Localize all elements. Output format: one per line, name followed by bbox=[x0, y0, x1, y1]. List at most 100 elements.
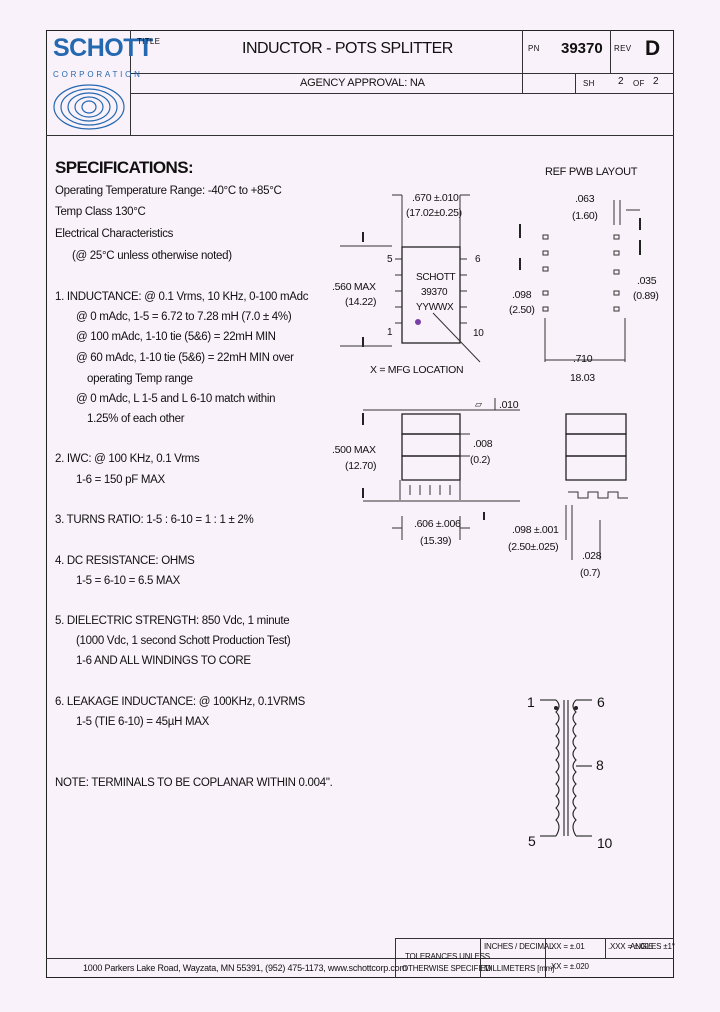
logo-brand: SCHOTT bbox=[53, 34, 153, 62]
lead-thick: .008 bbox=[473, 438, 493, 450]
pn-label: PN bbox=[528, 44, 540, 53]
tolerance-xxx: .XXX = ±.005 bbox=[608, 942, 653, 951]
marking-line: SCHOTT bbox=[416, 272, 456, 283]
tolerance-line: TOLERANCES UNLESS bbox=[405, 952, 490, 961]
pin-label: 10 bbox=[473, 328, 484, 339]
sheet-number: 2 bbox=[618, 76, 624, 87]
tolerance-divider bbox=[605, 938, 606, 958]
sheet-label: SH bbox=[583, 79, 595, 88]
lead-width: .028 bbox=[582, 550, 602, 562]
company-address: 1000 Parkers Lake Road, Wayzata, MN 5539… bbox=[83, 963, 407, 973]
pad-width: .035 bbox=[637, 275, 657, 287]
pin-label: 1 bbox=[387, 327, 393, 338]
agency-approval: AGENCY APPROVAL: NA bbox=[300, 77, 425, 89]
drawing-title: INDUCTOR - POTS SPLITTER bbox=[242, 40, 453, 57]
header-bottom-rule bbox=[46, 135, 674, 136]
tolerance-divider bbox=[480, 938, 481, 978]
drawing-frame bbox=[46, 30, 674, 978]
pin-label: 6 bbox=[475, 254, 481, 265]
spec-line: @ 100 mAdc, 1-10 tie (5&6) = 22mH MIN bbox=[76, 331, 276, 343]
spec-line: 1-5 = 6-10 = 6.5 MAX bbox=[76, 575, 180, 587]
spec-note: NOTE: TERMINALS TO BE COPLANAR WITHIN 0.… bbox=[55, 777, 333, 789]
tolerance-xx: .XX = ±.01 bbox=[549, 942, 585, 951]
spec-line: @ 0 mAdc, 1-5 = 6.72 to 7.28 mH (7.0 ± 4… bbox=[76, 311, 292, 323]
pitch-dim: .098 bbox=[512, 289, 532, 301]
agency-row-rule bbox=[130, 93, 674, 94]
tolerance-top-rule bbox=[395, 938, 674, 939]
pitch-dim-mm: (2.50) bbox=[509, 304, 535, 316]
tolerance-divider bbox=[545, 938, 546, 978]
width-dim-mm: (17.02±0.25) bbox=[406, 207, 462, 219]
pin1-dot bbox=[415, 319, 421, 325]
pin-label: 5 bbox=[387, 254, 393, 265]
rev-label: REV bbox=[614, 44, 632, 53]
lead-thick-mm: (0.2) bbox=[470, 454, 490, 466]
spec-line: 5. DIELECTRIC STRENGTH: 850 Vdc, 1 minut… bbox=[55, 615, 290, 627]
tolerance-inches: INCHES / DECIMAL bbox=[484, 942, 554, 951]
marking-line: 39370 bbox=[421, 287, 448, 298]
schematic-pin: 6 bbox=[597, 694, 605, 710]
spec-line: @ 0 mAdc, L 1-5 and L 6-10 match within bbox=[76, 393, 276, 405]
spec-line: (1000 Vdc, 1 second Schott Production Te… bbox=[76, 635, 291, 647]
revision: D bbox=[645, 37, 661, 60]
mfg-note: X = MFG LOCATION bbox=[370, 364, 463, 376]
logo-sub: CORPORATION bbox=[53, 70, 143, 79]
specs-heading: SPECIFICATIONS: bbox=[55, 158, 194, 177]
schematic-pin: 1 bbox=[527, 694, 535, 710]
flatness: .010 bbox=[499, 399, 519, 411]
mechanical-drawing: REF PWB LAYOUT .670 ±.010 (17.02±0.25) S… bbox=[332, 166, 659, 851]
footer-rule bbox=[46, 958, 674, 959]
part-number: 39370 bbox=[561, 40, 603, 57]
pn-divider bbox=[522, 30, 523, 93]
marking-line: YYWWX bbox=[416, 302, 454, 313]
height-dim: .560 MAX bbox=[332, 281, 376, 293]
base-width-mm: (15.39) bbox=[420, 535, 451, 547]
spec-line: 2. IWC: @ 100 KHz, 0.1 Vrms bbox=[55, 453, 200, 465]
pwb-title: REF PWB LAYOUT bbox=[545, 166, 638, 178]
lead-pitch-mm: (2.50±.025) bbox=[508, 541, 558, 553]
spec-line: 1-6 = 150 pF MAX bbox=[76, 474, 165, 486]
sheet-total: 2 bbox=[653, 76, 659, 87]
rev-divider bbox=[610, 30, 611, 73]
tolerance-line: OTHERWISE SPECIFIED bbox=[402, 964, 491, 973]
width-dim: .670 ±.010 bbox=[412, 192, 459, 204]
spec-line: 1.25% of each other bbox=[87, 413, 185, 425]
title-row-rule bbox=[130, 73, 674, 74]
base-width: .606 ±.006 bbox=[414, 518, 461, 530]
height-dim-mm: (14.22) bbox=[345, 296, 376, 308]
spec-line: Electrical Characteristics bbox=[55, 228, 174, 240]
spec-line: 4. DC RESISTANCE: OHMS bbox=[55, 555, 195, 567]
schematic-pin: 10 bbox=[597, 835, 612, 851]
tolerance-angles: ANGLES ±1° bbox=[630, 942, 675, 951]
spec-line: Temp Class 130°C bbox=[55, 206, 146, 218]
component-outline bbox=[401, 246, 461, 344]
spec-line: 1-5 (TIE 6-10) = 45µH MAX bbox=[76, 716, 210, 728]
row-spacing: .710 bbox=[573, 353, 593, 365]
spec-line: (@ 25°C unless otherwise noted) bbox=[72, 250, 232, 262]
pad-width-mm: (0.89) bbox=[633, 290, 659, 302]
tolerance-mm: MILLIMETERS [mm] bbox=[484, 964, 555, 973]
logo-wave-icon bbox=[53, 84, 125, 130]
side-height: .500 MAX bbox=[332, 444, 376, 456]
header-divider bbox=[130, 30, 131, 135]
transformer-symbol bbox=[540, 699, 592, 837]
spec-line: 1-6 AND ALL WINDINGS TO CORE bbox=[76, 655, 251, 667]
spec-line: 6. LEAKAGE INDUCTANCE: @ 100KHz, 0.1VRMS bbox=[55, 696, 305, 708]
side-height-mm: (12.70) bbox=[345, 460, 376, 472]
flatness-symbol: ▱ bbox=[475, 399, 482, 409]
row-spacing-mm: 18.03 bbox=[570, 372, 595, 384]
of-label: OF bbox=[633, 79, 645, 88]
pad-dim: .063 bbox=[575, 193, 595, 205]
lead-width-mm: (0.7) bbox=[580, 567, 600, 579]
spec-line: Operating Temperature Range: -40°C to +8… bbox=[55, 185, 282, 197]
schematic-pin: 8 bbox=[596, 757, 604, 773]
spec-line: @ 60 mAdc, 1-10 tie (5&6) = 22mH MIN ove… bbox=[76, 352, 294, 364]
spec-line: 3. TURNS RATIO: 1-5 : 6-10 = 1 : 1 ± 2% bbox=[55, 514, 254, 526]
spec-line: 1. INDUCTANCE: @ 0.1 Vrms, 10 KHz, 0-100… bbox=[55, 291, 309, 303]
spec-line: operating Temp range bbox=[87, 373, 193, 385]
lead-pitch: .098 ±.001 bbox=[512, 524, 559, 536]
footer-divider bbox=[395, 938, 396, 978]
sh-divider bbox=[575, 73, 576, 93]
tolerance-mm-value: .XX = ±.020 bbox=[549, 962, 589, 971]
schematic-pin: 5 bbox=[528, 833, 536, 849]
